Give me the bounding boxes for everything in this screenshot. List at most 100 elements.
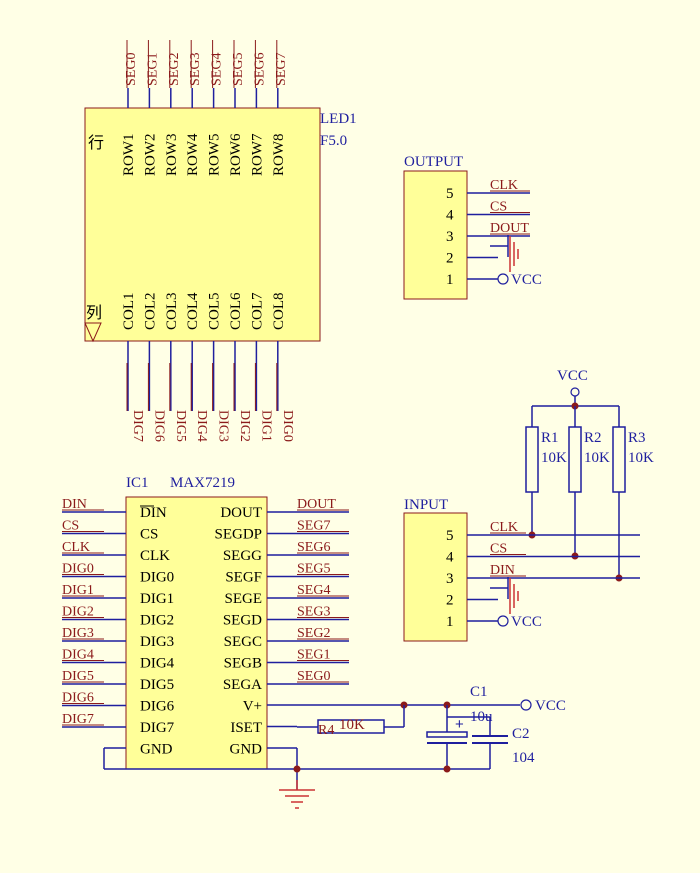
ic-right-net-label: SEG6 (297, 540, 330, 555)
pullup-resistor-name: R2 (584, 430, 602, 446)
led-top-net-label: SEG3 (188, 53, 203, 86)
c1-plus-icon: + (455, 716, 464, 733)
ic-left-net-label: DIG3 (62, 626, 94, 641)
ic-left-net-label: CLK (62, 540, 90, 555)
led-bottom-net-label: DIG3 (216, 410, 231, 442)
input-pin-number: 1 (446, 614, 454, 630)
input-ground-icon (490, 577, 519, 614)
input-net-label: DIN (490, 563, 515, 578)
output-net-label: CS (490, 200, 507, 215)
ic-left-pin-label: DIG3 (140, 634, 174, 650)
support-vcc-port-icon (520, 699, 532, 711)
led-col-pin-label: COL1 (121, 293, 137, 331)
led-col-pin-label: COL2 (142, 293, 158, 331)
ic-left-pin-label: DIG6 (140, 699, 175, 715)
led-col-pin-label: COL4 (185, 292, 201, 330)
ic-right-net-label: SEG7 (297, 519, 330, 534)
input-vcc-port-icon (497, 615, 509, 627)
ic-right-net-label: SEG5 (297, 562, 330, 577)
led-col-pin-label: COL6 (228, 292, 244, 330)
led-bottom-net-label: DIG0 (280, 410, 295, 442)
ic-body (125, 496, 268, 770)
input-pin-number: 5 (446, 528, 454, 544)
pullup-resistor-icon (612, 426, 626, 493)
output-pin-number: 1 (446, 272, 454, 288)
led-top-net-label: SEG2 (167, 53, 182, 86)
ic-right-pin-label: SEGDP (214, 527, 262, 543)
led-bottom-net-label: DIG1 (258, 410, 273, 442)
ic-designator: IC1 (126, 475, 149, 491)
ic-right-pin-label: SEGA (223, 677, 262, 693)
ic-left-net-label: DIG4 (62, 648, 94, 663)
led-bottom-net-label: DIG7 (130, 410, 145, 442)
led-bottom-net-label: DIG4 (194, 410, 209, 442)
led-bottom-net-label: DIG2 (237, 410, 252, 442)
ic-left-pin-label: DIG0 (140, 570, 174, 586)
pullup-resistor-value: 10K (541, 450, 567, 466)
row-symbol: 行 (88, 134, 104, 152)
led-value: F5.0 (320, 133, 347, 149)
led-bottom-net-label: DIG5 (173, 410, 188, 442)
led-col-pin-label: COL3 (164, 293, 180, 331)
ic-right-pin-label: SEGF (225, 570, 262, 586)
input-pin-number: 3 (446, 571, 454, 587)
support-vcc-label: VCC (535, 698, 566, 714)
c1-capacitor-icon (426, 731, 468, 738)
ic-left-net-label: DIG1 (62, 583, 94, 598)
led-bottom-net-label: DIG6 (151, 410, 166, 442)
led-top-net-label: SEG0 (124, 53, 139, 86)
ic-right-pin-label: SEGE (225, 591, 263, 607)
led-row-pin-label: ROW8 (271, 134, 287, 177)
led-row-pin-label: ROW1 (121, 134, 137, 177)
ic-left-net-label: DIG7 (62, 712, 94, 727)
led-top-net-label: SEG7 (274, 53, 289, 86)
led-top-net-label: SEG5 (231, 53, 246, 86)
r4-value: 10K (339, 717, 365, 733)
led-designator: LED1 (320, 111, 357, 127)
led-col-pin-label: COL8 (271, 293, 287, 331)
junction (443, 765, 451, 773)
ic-left-pin-label: GND (140, 742, 173, 758)
ic-right-pin-label: ISET (230, 720, 262, 736)
input-body (403, 512, 468, 642)
input-title: INPUT (404, 497, 448, 513)
support-circuit: VCC R4 10K + C1 10u C2 104 (103, 684, 566, 809)
output-pin-number: 4 (446, 208, 454, 224)
c2-value: 104 (512, 750, 535, 766)
pullup-resistor-value: 10K (628, 450, 654, 466)
c2-name: C2 (512, 726, 530, 742)
output-pin-number: 5 (446, 186, 454, 202)
pullup-vcc-label: VCC (557, 368, 588, 384)
ic-left-pin-label: CS (140, 527, 158, 543)
ic-right-pin-label: SEGB (224, 656, 262, 672)
led-top-net-label: SEG6 (252, 53, 267, 86)
led-row-pin-label: ROW5 (207, 134, 223, 177)
ic-left-pin-label: DIG5 (140, 677, 174, 693)
led-col-pin-label: COL7 (249, 292, 265, 330)
ic-left-net-label: DIG6 (62, 691, 94, 706)
ground-icon (279, 780, 315, 809)
output-body (403, 170, 468, 300)
pullup-resistor-icon (568, 426, 582, 493)
ic-left-pin-label: DIG2 (140, 613, 174, 629)
output-ground-icon (490, 235, 519, 272)
c1-name: C1 (470, 684, 488, 700)
input-pin-number: 2 (446, 593, 454, 609)
led-matrix: SEG0ROW1SEG1ROW2SEG2ROW3SEG3ROW4SEG4ROW5… (84, 40, 357, 442)
led-row-pin-label: ROW2 (142, 134, 158, 177)
led-top-net-label: SEG1 (145, 53, 160, 86)
ic-part: MAX7219 (170, 475, 235, 491)
pullup-resistor-value: 10K (584, 450, 610, 466)
ic-right-net-label: SEG2 (297, 626, 330, 641)
output-vcc-port-icon (497, 273, 509, 285)
col-symbol: 列 (86, 304, 102, 322)
ic-left-net-label: DIG2 (62, 605, 94, 620)
ic-right-pin-label: SEGG (223, 548, 262, 564)
output-pin-number: 2 (446, 251, 454, 267)
ic-right-pin-label: SEGC (224, 634, 262, 650)
led-top-net-label: SEG4 (210, 53, 225, 86)
